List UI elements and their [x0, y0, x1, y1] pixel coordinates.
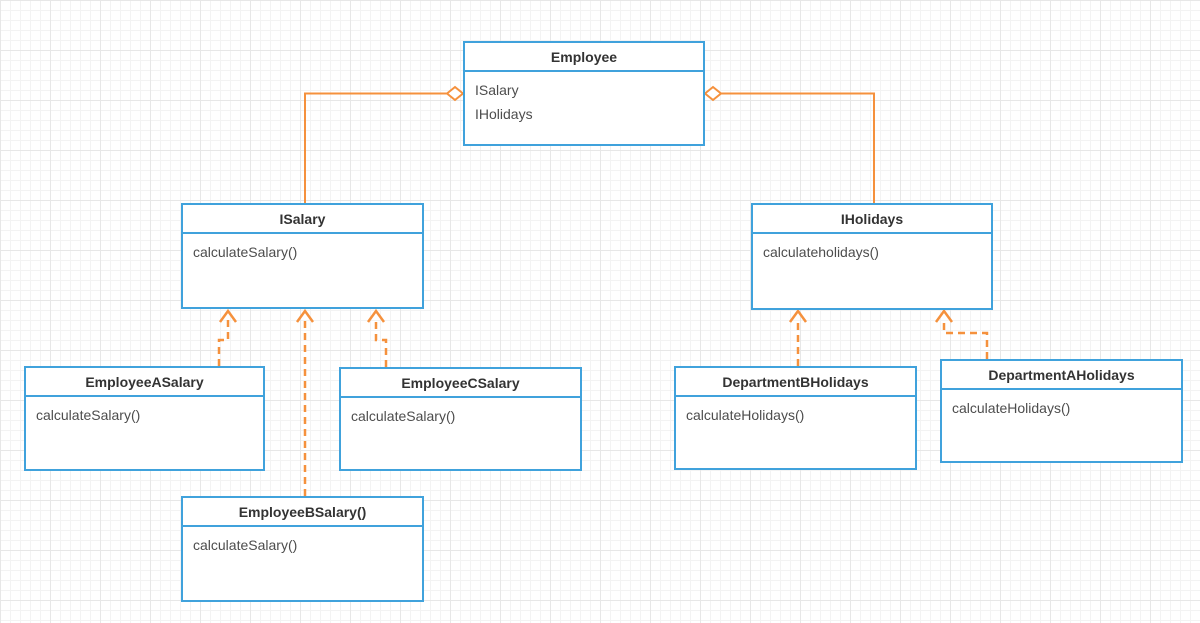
- realization-departmentaholidays-iholidays[interactable]: [934, 308, 989, 359]
- class-employee-a-salary[interactable]: EmployeeASalary calculateSalary(): [24, 366, 265, 471]
- class-employee-b-salary-title: EmployeeBSalary(): [183, 498, 422, 527]
- member-calculateholidays: calculateHolidays(): [952, 400, 1071, 416]
- class-isalary[interactable]: ISalary calculateSalary(): [181, 203, 424, 309]
- aggregation-employee-iholidays[interactable]: [703, 85, 875, 204]
- aggregation-employee-isalary[interactable]: [304, 85, 465, 204]
- class-employee-b-salary-members: calculateSalary(): [183, 527, 422, 563]
- member-isalary: ISalary: [475, 82, 519, 98]
- class-employee-b-salary[interactable]: EmployeeBSalary() calculateSalary(): [181, 496, 424, 602]
- realization-employeebsalary-isalary[interactable]: [295, 308, 315, 496]
- open-arrowhead-icon: [218, 308, 238, 323]
- class-iholidays[interactable]: IHolidays calculateholidays(): [751, 203, 993, 310]
- aggregation-diamond-icon: [445, 85, 465, 102]
- class-employee-title: Employee: [465, 43, 703, 72]
- realization-departmentbholidays-iholidays[interactable]: [788, 308, 808, 366]
- class-employee-a-salary-title: EmployeeASalary: [26, 368, 263, 397]
- class-department-a-holidays-title: DepartmentAHolidays: [942, 361, 1181, 390]
- open-arrowhead-icon: [295, 308, 315, 323]
- class-department-a-holidays-members: calculateHolidays(): [942, 390, 1181, 426]
- member-calculatesalary: calculateSalary(): [36, 407, 141, 423]
- open-arrowhead-icon: [788, 308, 808, 323]
- class-employee-members: ISalary IHolidays: [465, 72, 703, 132]
- class-department-b-holidays[interactable]: DepartmentBHolidays calculateHolidays(): [674, 366, 917, 470]
- member-calculatesalary: calculateSalary(): [351, 408, 456, 424]
- class-isalary-members: calculateSalary(): [183, 234, 422, 270]
- class-department-a-holidays[interactable]: DepartmentAHolidays calculateHolidays(): [940, 359, 1183, 463]
- class-department-b-holidays-members: calculateHolidays(): [676, 397, 915, 433]
- member-calculateholidays: calculateholidays(): [763, 244, 879, 260]
- class-iholidays-title: IHolidays: [753, 205, 991, 234]
- realization-employeecsalary-isalary[interactable]: [366, 308, 388, 367]
- member-iholidays: IHolidays: [475, 106, 533, 122]
- class-employee-c-salary-title: EmployeeCSalary: [341, 369, 580, 398]
- class-iholidays-members: calculateholidays(): [753, 234, 991, 270]
- realization-employeeasalary-isalary[interactable]: [217, 308, 238, 366]
- class-employee-c-salary[interactable]: EmployeeCSalary calculateSalary(): [339, 367, 582, 471]
- class-department-b-holidays-title: DepartmentBHolidays: [676, 368, 915, 397]
- member-calculateholidays: calculateHolidays(): [686, 407, 805, 423]
- class-employee-a-salary-members: calculateSalary(): [26, 397, 263, 433]
- aggregation-diamond-icon: [703, 85, 723, 102]
- class-employee-c-salary-members: calculateSalary(): [341, 398, 580, 434]
- member-calculatesalary: calculateSalary(): [193, 537, 298, 553]
- open-arrowhead-icon: [366, 308, 386, 323]
- class-isalary-title: ISalary: [183, 205, 422, 234]
- member-calculatesalary: calculateSalary(): [193, 244, 298, 260]
- class-employee[interactable]: Employee ISalary IHolidays: [463, 41, 705, 146]
- open-arrowhead-icon: [934, 308, 954, 323]
